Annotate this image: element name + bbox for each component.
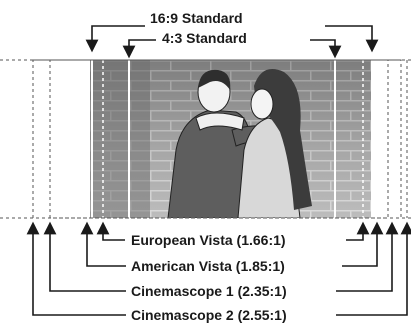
callout-american-vista bbox=[80, 221, 384, 267]
callout-4-3 bbox=[122, 39, 342, 59]
label-american-vista: American Vista (1.85:1) bbox=[131, 258, 285, 274]
label-european-vista: European Vista (1.66:1) bbox=[131, 232, 286, 248]
callout-cinemascope-1 bbox=[43, 221, 399, 292]
label-cinemascope-2: Cinemascope 2 (2.55:1) bbox=[131, 307, 287, 323]
scene-image bbox=[90, 60, 372, 218]
callout-cinemascope-2 bbox=[26, 221, 411, 316]
wide-format-frames bbox=[0, 59, 411, 219]
callout-european-vista bbox=[96, 221, 370, 241]
solid-guide-lines bbox=[91, 60, 373, 218]
label-4-3-standard: 4:3 Standard bbox=[162, 30, 247, 46]
dashed-guide-lines-inner bbox=[102, 60, 364, 218]
label-16-9-standard: 16:9 Standard bbox=[150, 10, 243, 26]
callout-16-9 bbox=[85, 25, 379, 53]
label-cinemascope-1: Cinemascope 1 (2.35:1) bbox=[131, 283, 287, 299]
